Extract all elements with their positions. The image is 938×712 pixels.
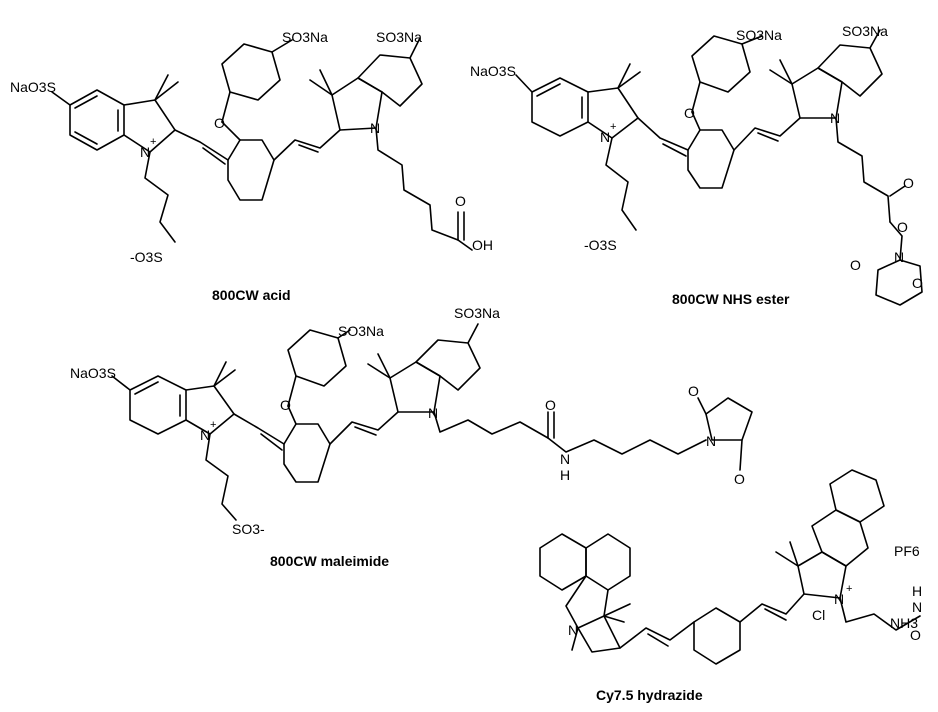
label-acid-o: O <box>455 193 466 209</box>
label-plus: + <box>846 583 852 595</box>
label-n-left: N <box>568 622 578 638</box>
label-plus: + <box>610 121 616 133</box>
caption-800cw-nhs-ester: 800CW NHS ester <box>672 291 790 307</box>
label-nao3s: NaO3S <box>10 79 56 95</box>
label-n-right: N <box>428 405 438 421</box>
label-nao3s: NaO3S <box>70 365 116 381</box>
label-mal-n: N <box>706 433 716 449</box>
label-nhs-o2: O <box>912 275 923 291</box>
label-chloride: Cl <box>812 607 825 623</box>
label-o3s-chain: -O3S <box>584 237 617 253</box>
molecule-cy75-hydrazide: N N + Cl PF6 O N H NH3 Cy7.5 hydrazide <box>539 469 922 703</box>
caption-cy75-hydrazide: Cy7.5 hydrazide <box>596 687 703 703</box>
benzene-ring <box>69 89 125 151</box>
label-acid-oh: OH <box>472 237 493 253</box>
label-ester-o: O <box>903 175 914 191</box>
label-o-phenoxy: O <box>280 397 291 413</box>
label-n-right: N <box>370 120 380 136</box>
label-plus: + <box>210 419 216 431</box>
caption-800cw-maleimide: 800CW maleimide <box>270 553 389 569</box>
label-so3na-top-b: SO3Na <box>454 305 500 321</box>
label-so3-chain: SO3- <box>232 521 265 537</box>
label-mal-o2: O <box>734 471 745 487</box>
label-n-plus: N <box>600 129 610 145</box>
label-hydrazide-nh3: NH3 <box>890 615 918 631</box>
label-mal-o1: O <box>688 383 699 399</box>
label-pf6: PF6 <box>894 543 920 559</box>
label-so3na-top-a: SO3Na <box>338 323 384 339</box>
benzene-ring <box>129 375 187 435</box>
molecule-800cw-maleimide: NaO3S SO3Na SO3Na O N + N SO3- O N H N O… <box>70 305 753 569</box>
label-amide-o: O <box>545 397 556 413</box>
label-n-plus: N <box>140 144 150 160</box>
label-so3na-top-b: SO3Na <box>842 23 888 39</box>
label-o-phenoxy: O <box>684 105 695 121</box>
label-hydrazide-h: H <box>912 583 922 599</box>
label-ester-o2: O <box>897 219 908 235</box>
label-o3s-chain: -O3S <box>130 249 163 265</box>
label-hydrazide-o: O <box>910 627 921 643</box>
label-n-right: N <box>830 110 840 126</box>
label-nhs-o1: O <box>850 257 861 273</box>
label-nao3s: NaO3S <box>470 63 516 79</box>
label-nhs-n: N <box>894 249 904 265</box>
molecule-800cw-nhs-ester: NaO3S SO3Na SO3Na O N + N -O3S O O N O O… <box>470 23 923 307</box>
label-o-phenoxy: O <box>214 115 225 131</box>
label-n-plus: N <box>200 427 210 443</box>
label-hydrazide-nh: N <box>912 599 922 615</box>
label-so3na-top-b: SO3Na <box>376 29 422 45</box>
molecule-800cw-acid: NaO3S SO3Na SO3Na O N + N -O3S O OH 800C… <box>10 29 493 303</box>
label-so3na-top-a: SO3Na <box>282 29 328 45</box>
label-so3na-top-a: SO3Na <box>736 27 782 43</box>
caption-800cw-acid: 800CW acid <box>212 287 291 303</box>
label-amide-h: H <box>560 467 570 483</box>
label-n-plus: N <box>834 591 844 607</box>
label-plus: + <box>150 136 156 148</box>
label-amide-n: N <box>560 451 570 467</box>
benzene-ring <box>531 77 589 137</box>
